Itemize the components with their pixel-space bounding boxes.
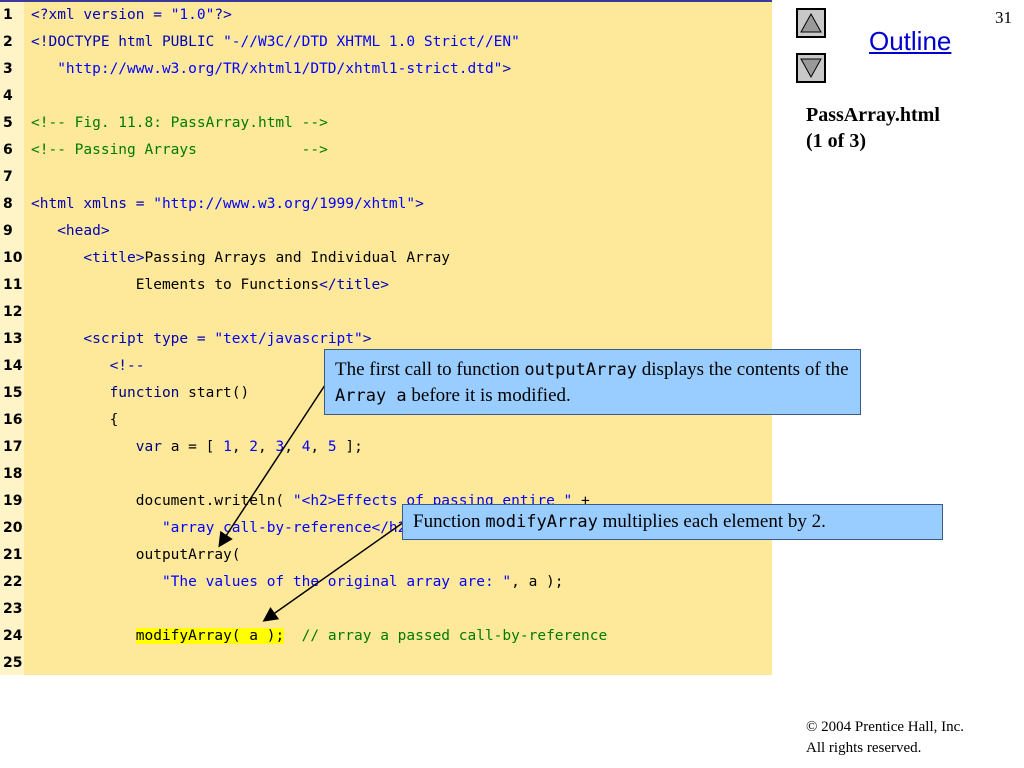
code-line: 18 xyxy=(0,461,770,488)
line-number: 1 xyxy=(3,7,13,23)
code-line: 14 <!-- xyxy=(0,353,770,380)
line-number: 17 xyxy=(3,439,23,455)
code-text: Elements to Functions</title> xyxy=(31,277,389,293)
copyright-notice: © 2004 Prentice Hall, Inc. All rights re… xyxy=(806,717,964,759)
code-text: <?xml version = "1.0"?> xyxy=(31,7,232,23)
callout-output-array: The first call to function outputArray d… xyxy=(324,349,861,415)
code-line: 7 xyxy=(0,164,770,191)
code-text: <!DOCTYPE html PUBLIC "-//W3C//DTD XHTML… xyxy=(31,34,520,50)
line-number: 7 xyxy=(3,169,13,185)
outline-link[interactable]: Outline xyxy=(869,26,952,56)
line-number: 13 xyxy=(3,331,23,347)
code-line: 12 xyxy=(0,299,770,326)
line-number: 2 xyxy=(3,34,13,50)
code-line: 11 Elements to Functions</title> xyxy=(0,272,770,299)
code-text: <!-- Passing Arrays --> xyxy=(31,142,328,158)
line-number: 23 xyxy=(3,601,23,617)
line-number: 25 xyxy=(3,655,23,671)
line-number: 21 xyxy=(3,547,23,563)
callout-modify-array: Function modifyArray multiplies each ele… xyxy=(402,504,943,540)
code-line: 21 outputArray( xyxy=(0,542,770,569)
outline-down-button[interactable] xyxy=(796,53,826,83)
code-text: <title>Passing Arrays and Individual Arr… xyxy=(31,250,451,266)
code-text: <!-- Fig. 11.8: PassArray.html --> xyxy=(31,115,328,131)
line-number: 20 xyxy=(3,520,23,536)
code-text: <script type = "text/javascript"> xyxy=(31,331,372,347)
line-number: 22 xyxy=(3,574,23,590)
code-text: <!-- xyxy=(31,358,145,374)
line-number: 12 xyxy=(3,304,23,320)
line-number: 19 xyxy=(3,493,23,509)
code-line: 15 function start() xyxy=(0,380,770,407)
code-line: 10 <title>Passing Arrays and Individual … xyxy=(0,245,770,272)
file-title: PassArray.html (1 of 3) xyxy=(806,102,940,154)
line-number: 15 xyxy=(3,385,23,401)
code-text: <html xmlns = "http://www.w3.org/1999/xh… xyxy=(31,196,424,212)
line-number: 5 xyxy=(3,115,13,131)
code-line: 16 { xyxy=(0,407,770,434)
line-number: 14 xyxy=(3,358,23,374)
arrow-to-modifyarray xyxy=(262,521,405,622)
code-line: 24 modifyArray( a ); // array a passed c… xyxy=(0,623,770,650)
code-text: <head> xyxy=(31,223,110,239)
code-listing-panel: 1 <?xml version = "1.0"?> 2 <!DOCTYPE html … xyxy=(0,0,772,675)
line-number: 3 xyxy=(3,61,13,77)
code-line: 1 <?xml version = "1.0"?> xyxy=(0,2,770,29)
outline-up-button[interactable] xyxy=(796,8,826,38)
code-line: 6 <!-- Passing Arrays --> xyxy=(0,137,770,164)
code-line: 2 <!DOCTYPE html PUBLIC "-//W3C//DTD XHTM… xyxy=(0,29,770,56)
line-number: 9 xyxy=(3,223,13,239)
file-title-part: (1 of 3) xyxy=(806,130,866,152)
triangle-down-icon xyxy=(800,58,822,79)
line-number-gutter xyxy=(0,2,24,675)
code-line: 3 "http://www.w3.org/TR/xhtml1/DTD/xhtml… xyxy=(0,56,770,83)
code-line: 23 xyxy=(0,596,770,623)
line-number: 10 xyxy=(3,250,23,266)
line-number: 11 xyxy=(3,277,23,293)
code-line: 8 <html xmlns = "http://www.w3.org/1999/x… xyxy=(0,191,770,218)
line-number: 6 xyxy=(3,142,13,158)
code-line: 17 var a = [ 1, 2, 3, 4, 5 ]; xyxy=(0,434,770,461)
code-line: 13 <script type = "text/javascript"> xyxy=(0,326,770,353)
code-line: 22 "The values of the original array are… xyxy=(0,569,770,596)
code-line: 5 <!-- Fig. 11.8: PassArray.html --> xyxy=(0,110,770,137)
code-text: "The values of the original array are: "… xyxy=(31,574,564,590)
file-title-name: PassArray.html xyxy=(806,104,940,126)
arrow-to-outputarray xyxy=(218,381,328,548)
rights-line: All rights reserved. xyxy=(806,740,922,756)
code-line: 25 xyxy=(0,650,770,677)
code-line: 4 xyxy=(0,83,770,110)
line-number: 24 xyxy=(3,628,23,644)
line-number: 16 xyxy=(3,412,23,428)
triangle-up-icon xyxy=(800,12,822,33)
page-number: 31 xyxy=(995,8,1012,27)
code-text: modifyArray( a ); // array a passed call… xyxy=(135,628,608,644)
line-number: 18 xyxy=(3,466,23,482)
copyright-line: © 2004 Prentice Hall, Inc. xyxy=(806,719,965,735)
code-text: var a = [ 1, 2, 3, 4, 5 ]; xyxy=(31,439,363,455)
code-text: function start() xyxy=(31,385,250,401)
code-line: 9 <head> xyxy=(0,218,770,245)
code-text: { xyxy=(31,412,119,428)
code-text: "http://www.w3.org/TR/xhtml1/DTD/xhtml1-… xyxy=(31,61,512,77)
line-number: 8 xyxy=(3,196,13,212)
line-number: 4 xyxy=(3,88,13,104)
code-text: outputArray( xyxy=(31,547,241,563)
